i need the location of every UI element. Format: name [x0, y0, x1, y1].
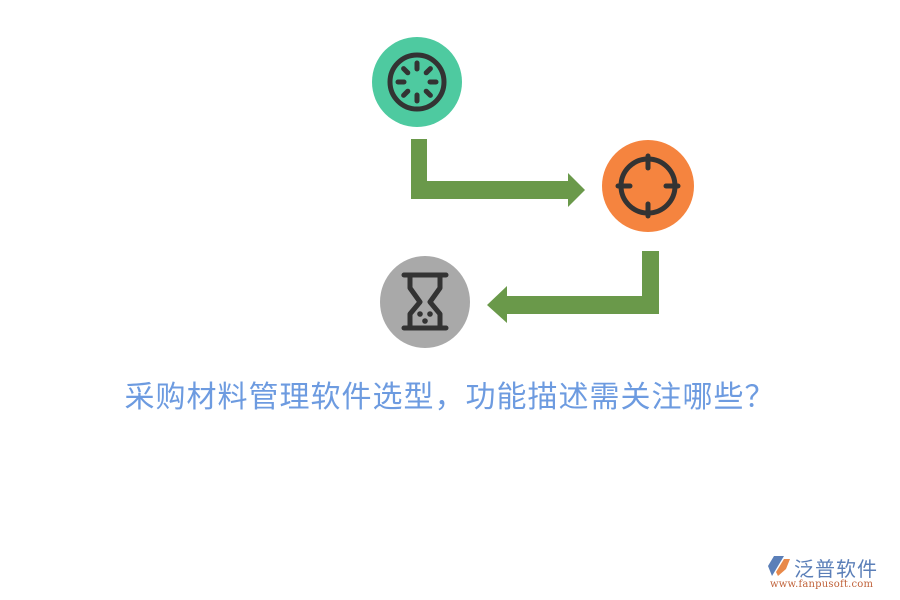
hourglass-icon	[401, 272, 449, 331]
fanpu-logo-icon	[768, 556, 790, 576]
crosshair-target-icon	[615, 153, 681, 219]
step-2-node	[602, 140, 694, 232]
step-1-node	[372, 37, 462, 127]
elbow-arrow-left	[487, 251, 659, 323]
logo-url[interactable]: www.fanpusoft.com	[770, 579, 874, 590]
elbow-arrow-right	[411, 139, 585, 207]
diagram-title: 采购材料管理软件选型，功能描述需关注哪些？	[124, 380, 776, 415]
brand-logo[interactable]: 泛普软件 www.fanpusoft.com	[768, 553, 896, 593]
step-3-node	[380, 256, 470, 348]
loading-spinner-icon	[387, 52, 447, 112]
logo-name: 泛普软件	[794, 557, 878, 581]
